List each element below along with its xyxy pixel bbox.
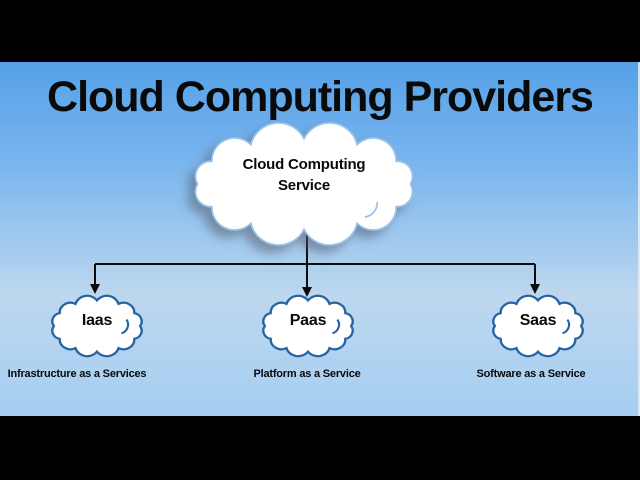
right-edge-strip [638, 62, 640, 416]
letterbox-bottom [0, 416, 640, 480]
node-cloud-paas: Paas [259, 294, 357, 358]
node-label-iaas: Iaas [81, 312, 113, 329]
caption-iaas: Infrastructure as a Services [7, 368, 147, 380]
root-cloud-icon [194, 122, 414, 246]
caption-saas: Software as a Service [476, 368, 586, 380]
cloud-icon [51, 294, 143, 358]
letterbox-top [0, 0, 640, 62]
root-label-line1: Cloud Computing [242, 156, 366, 173]
root-node: Cloud Computing Service [190, 122, 418, 246]
root-label-line2: Service [278, 177, 330, 194]
node-cloud-iaas: Iaas [48, 294, 146, 358]
page-title: Cloud Computing Providers [47, 73, 594, 121]
node-label-paas: Paas [289, 312, 327, 329]
caption-paas: Platform as a Service [253, 368, 361, 380]
cloud-icon [492, 294, 584, 358]
node-label-saas: Saas [519, 312, 557, 329]
root-node-label: Cloud Computing Service [190, 154, 418, 196]
cloud-icon [262, 294, 354, 358]
node-cloud-saas: Saas [489, 294, 587, 358]
